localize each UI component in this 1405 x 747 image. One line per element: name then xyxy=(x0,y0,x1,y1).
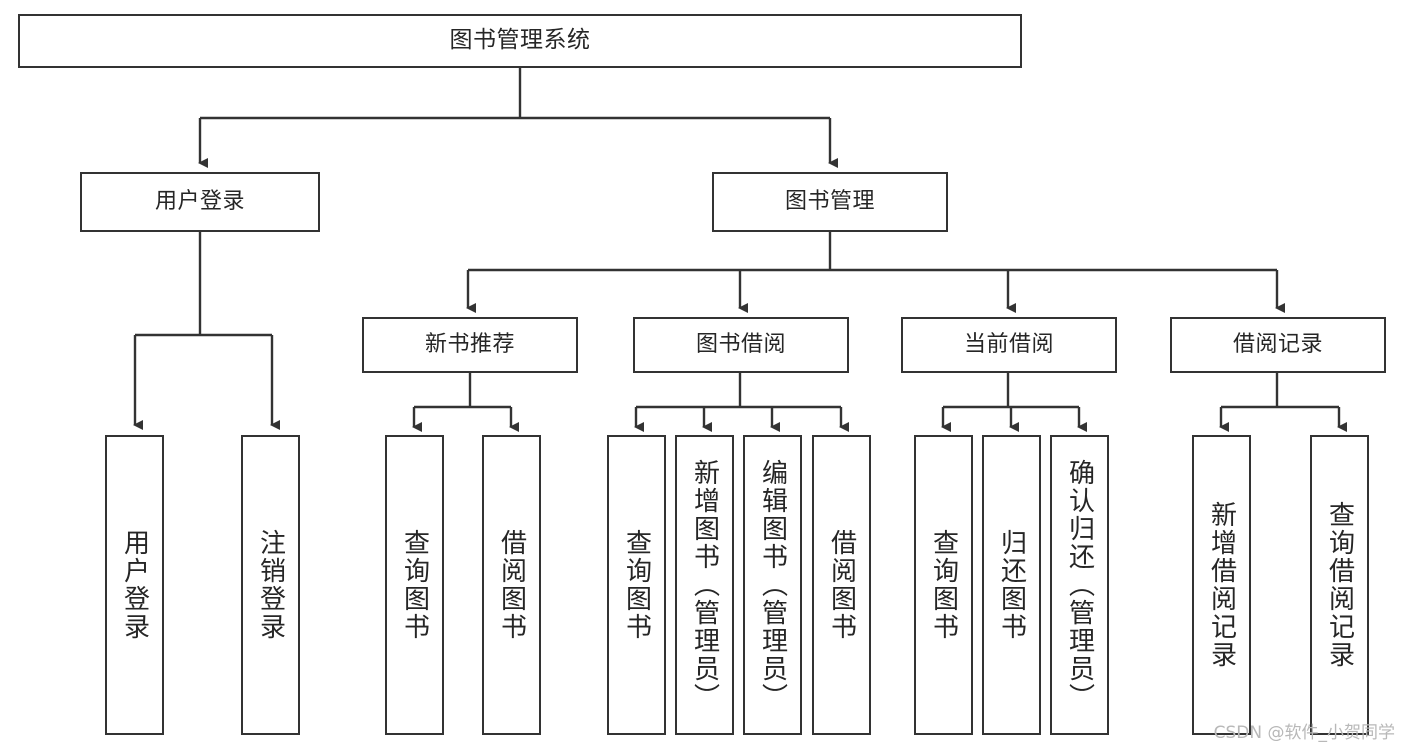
node-borrow-record[interactable]: 借阅记录 xyxy=(1170,317,1386,373)
node-label: 查询图书 xyxy=(621,529,652,641)
leaf-query-book-recommend[interactable]: 查询图书 xyxy=(385,435,444,735)
node-book-borrow[interactable]: 图书借阅 xyxy=(633,317,849,373)
node-label: 查询图书 xyxy=(399,529,430,641)
leaf-add-borrow-record[interactable]: 新增借阅记录 xyxy=(1192,435,1251,735)
node-label: 查询图书 xyxy=(928,529,959,641)
node-user-login[interactable]: 用户登录 xyxy=(80,172,320,232)
node-label: 确认归还（管理员） xyxy=(1064,459,1095,711)
node-label: 查询借阅记录 xyxy=(1324,501,1355,669)
node-new-book-recommend[interactable]: 新书推荐 xyxy=(362,317,578,373)
leaf-query-book-current[interactable]: 查询图书 xyxy=(914,435,973,735)
csdn-watermark: CSDN @软件_小贺同学 xyxy=(1213,723,1395,743)
leaf-add-book-admin[interactable]: 新增图书（管理员） xyxy=(675,435,734,735)
leaf-edit-book-admin[interactable]: 编辑图书（管理员） xyxy=(743,435,802,735)
node-label: 新增图书（管理员） xyxy=(689,459,720,711)
node-label: 借阅图书 xyxy=(496,529,527,641)
leaf-query-book-borrow[interactable]: 查询图书 xyxy=(607,435,666,735)
leaf-query-borrow-record[interactable]: 查询借阅记录 xyxy=(1310,435,1369,735)
node-book-management[interactable]: 图书管理 xyxy=(712,172,948,232)
node-label: 图书借阅 xyxy=(695,331,786,357)
node-root-system[interactable]: 图书管理系统 xyxy=(18,14,1022,68)
node-label: 注销登录 xyxy=(255,529,286,641)
leaf-user-login[interactable]: 用户登录 xyxy=(105,435,164,735)
leaf-borrow-book[interactable]: 借阅图书 xyxy=(812,435,871,735)
node-label: 图书管理系统 xyxy=(449,27,591,54)
node-label: 用户登录 xyxy=(154,188,245,214)
node-label: 新书推荐 xyxy=(424,331,515,357)
node-label: 当前借阅 xyxy=(963,331,1054,357)
leaf-confirm-return-admin[interactable]: 确认归还（管理员） xyxy=(1050,435,1109,735)
node-label: 编辑图书（管理员） xyxy=(757,459,788,711)
node-label: 新增借阅记录 xyxy=(1206,501,1237,669)
leaf-borrow-book-recommend[interactable]: 借阅图书 xyxy=(482,435,541,735)
node-label: 图书管理 xyxy=(784,188,875,214)
node-label: 用户登录 xyxy=(119,529,150,641)
leaf-return-book[interactable]: 归还图书 xyxy=(982,435,1041,735)
leaf-logout-login[interactable]: 注销登录 xyxy=(241,435,300,735)
node-current-borrow[interactable]: 当前借阅 xyxy=(901,317,1117,373)
node-label: 借阅图书 xyxy=(826,529,857,641)
node-label: 归还图书 xyxy=(996,529,1027,641)
node-label: 借阅记录 xyxy=(1232,331,1323,357)
